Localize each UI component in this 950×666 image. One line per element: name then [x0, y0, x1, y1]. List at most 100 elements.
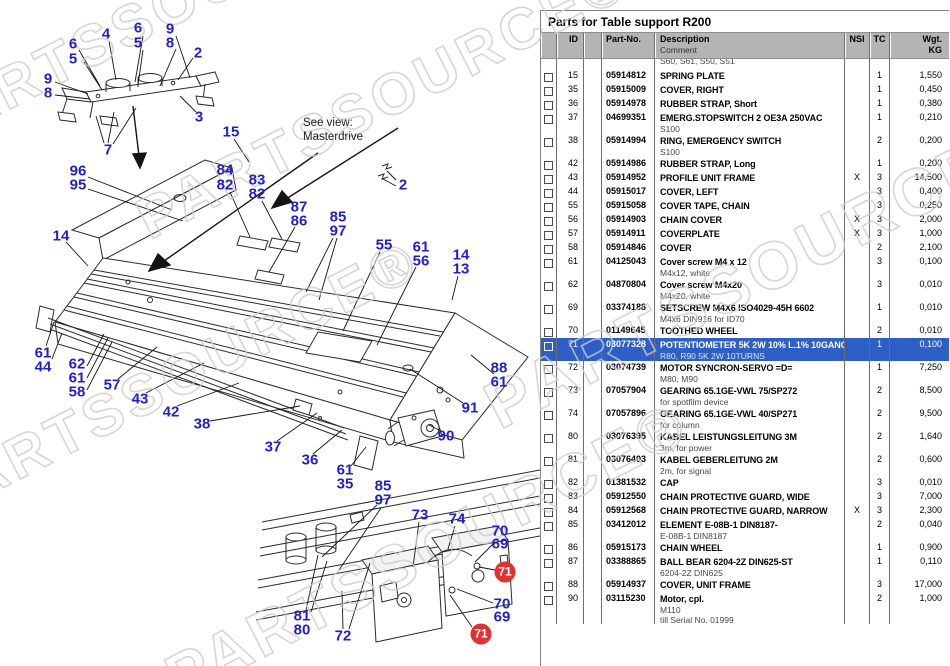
callout-86[interactable]: 86 — [290, 212, 308, 230]
callout-36[interactable]: 36 — [301, 451, 319, 469]
callout-62[interactable]: 62 — [68, 355, 86, 373]
callout-2[interactable]: 2 — [398, 176, 408, 194]
callout-3[interactable]: 3 — [194, 108, 204, 126]
callout-69[interactable]: 69 — [493, 608, 511, 626]
callout-90[interactable]: 90 — [437, 427, 455, 445]
row-checkbox[interactable] — [544, 494, 553, 503]
callout-14[interactable]: 14 — [52, 227, 70, 245]
callout-95[interactable]: 95 — [69, 176, 87, 194]
row-checkbox[interactable] — [544, 411, 553, 420]
row-checkbox[interactable] — [544, 522, 553, 531]
row-checkbox[interactable] — [544, 388, 553, 397]
callout-6[interactable]: 6 — [68, 35, 78, 53]
callout-97[interactable]: 97 — [374, 491, 392, 509]
row-checkbox[interactable] — [544, 596, 553, 605]
callout-61[interactable]: 61 — [412, 238, 430, 256]
callout-73[interactable]: 73 — [411, 506, 429, 524]
callout-87[interactable]: 87 — [290, 198, 308, 216]
callout-44[interactable]: 44 — [34, 358, 52, 376]
callout-61[interactable]: 61 — [490, 373, 508, 391]
row-checkbox[interactable] — [544, 365, 553, 374]
row-checkbox[interactable] — [544, 138, 553, 147]
row-checkbox[interactable] — [544, 101, 553, 110]
callout-61[interactable]: 61 — [34, 344, 52, 362]
selected-part-badge-71[interactable]: 71 — [494, 561, 516, 583]
callout-42[interactable]: 42 — [162, 403, 180, 421]
callout-58[interactable]: 58 — [68, 383, 86, 401]
row-checkbox[interactable] — [544, 217, 553, 226]
row-checkbox[interactable] — [544, 342, 553, 351]
callout-43[interactable]: 43 — [131, 390, 149, 408]
callout-9[interactable]: 9 — [165, 20, 175, 38]
callout-6[interactable]: 6 — [133, 19, 143, 37]
row-checkbox[interactable] — [544, 457, 553, 466]
callout-85[interactable]: 85 — [374, 477, 392, 495]
selected-part-badge-71[interactable]: 71 — [470, 623, 492, 645]
callout-55[interactable]: 55 — [375, 236, 393, 254]
row-checkbox[interactable] — [544, 545, 553, 554]
callout-2[interactable]: 2 — [193, 44, 203, 62]
row-checkbox[interactable] — [544, 305, 553, 314]
callout-96[interactable]: 96 — [69, 162, 87, 180]
callout-81[interactable]: 81 — [293, 607, 311, 625]
row-checkbox[interactable] — [544, 87, 553, 96]
callout-38[interactable]: 38 — [193, 415, 211, 433]
callout-9[interactable]: 9 — [43, 70, 53, 88]
callout-7[interactable]: 7 — [103, 141, 113, 159]
callout-72[interactable]: 72 — [334, 627, 352, 645]
callout-85[interactable]: 85 — [329, 208, 347, 226]
callout-74[interactable]: 74 — [448, 510, 466, 528]
callout-13[interactable]: 13 — [452, 260, 470, 278]
row-checkbox[interactable] — [544, 434, 553, 443]
callout-91[interactable]: 91 — [461, 399, 479, 417]
callout-69[interactable]: 69 — [491, 535, 509, 553]
callout-61[interactable]: 61 — [336, 461, 354, 479]
callout-88[interactable]: 88 — [490, 359, 508, 377]
callout-35[interactable]: 35 — [336, 475, 354, 493]
row-checkbox[interactable] — [544, 231, 553, 240]
callout-5[interactable]: 5 — [68, 50, 78, 68]
row-checkbox[interactable] — [544, 582, 553, 591]
callout-5[interactable]: 5 — [133, 34, 143, 52]
row-checkbox[interactable] — [544, 282, 553, 291]
callout-4[interactable]: 4 — [101, 25, 111, 43]
callout-15[interactable]: 15 — [222, 123, 240, 141]
callout-84[interactable]: 84 — [216, 161, 234, 179]
row-checkbox[interactable] — [544, 161, 553, 170]
row-checkbox[interactable] — [544, 175, 553, 184]
callout-8[interactable]: 8 — [165, 34, 175, 52]
callout-56[interactable]: 56 — [412, 252, 430, 270]
row-checkbox[interactable] — [544, 189, 553, 198]
row-checkbox[interactable] — [544, 259, 553, 268]
callout-8[interactable]: 8 — [43, 84, 53, 102]
callout-70[interactable]: 70 — [491, 522, 509, 540]
callout-14[interactable]: 14 — [452, 246, 470, 264]
row-checkbox[interactable] — [544, 480, 553, 489]
